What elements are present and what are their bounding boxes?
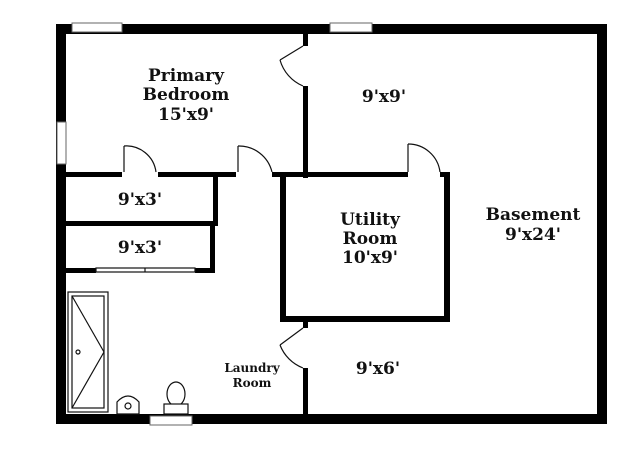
closet-1-size: 9'x3': [118, 190, 162, 210]
closet-2-bottom-wall-left: [66, 268, 96, 273]
primary-bedroom-name-2: Bedroom: [143, 85, 230, 105]
utility-room-name-1: Utility: [340, 210, 401, 230]
window-bottom: [149, 415, 193, 426]
primary-bedroom-size: 15'x9': [158, 105, 214, 125]
door-closet-1: [123, 145, 157, 173]
window-top-middle: [329, 22, 373, 33]
bathtub-icon: [67, 291, 109, 413]
closet-2-size: 9'x3': [118, 238, 162, 258]
outer-wall-right: [597, 24, 607, 424]
outer-wall-bottom: [56, 414, 607, 424]
closet-divider: [66, 221, 218, 226]
basement-size: 9'x24': [505, 225, 561, 245]
wall-bedroom-bottom-mid: [158, 172, 236, 177]
closet-2-right-wall: [210, 226, 215, 272]
outer-wall-left: [56, 24, 66, 424]
window-left: [56, 121, 67, 165]
wall-bedroom-bottom-left: [66, 172, 122, 177]
laundry-room-name-1: Laundry: [224, 361, 280, 375]
utility-left-wall: [280, 172, 286, 320]
utility-bottom-wall: [280, 316, 450, 322]
utility-room-size: 10'x9': [342, 248, 398, 268]
closet-1-right-wall: [213, 177, 218, 223]
door-laundry: [279, 327, 304, 369]
wall-bedroom-right-upper: [303, 24, 308, 46]
closet-2-bottom-wall-right: [195, 268, 215, 273]
utility-right-wall: [444, 172, 450, 320]
door-utility: [407, 143, 441, 173]
wall-laundry-right-upper: [303, 322, 308, 328]
sink-icon: [116, 395, 140, 415]
door-bedroom-top: [279, 45, 304, 87]
utility-room-name-2: Room: [343, 229, 398, 249]
utility-top-left: [280, 172, 408, 177]
window-top-left: [71, 22, 123, 33]
basement-name: Basement: [486, 205, 581, 225]
room-bottom-middle-size: 9'x6': [356, 359, 400, 379]
toilet-icon: [163, 381, 189, 415]
room-top-middle-size: 9'x9': [362, 87, 406, 107]
wall-laundry-right-lower: [303, 368, 308, 414]
laundry-room-name-2: Room: [233, 376, 272, 390]
primary-bedroom-name-1: Primary: [148, 66, 225, 86]
door-hall: [237, 145, 273, 173]
wall-bedroom-right-lower: [303, 86, 308, 178]
